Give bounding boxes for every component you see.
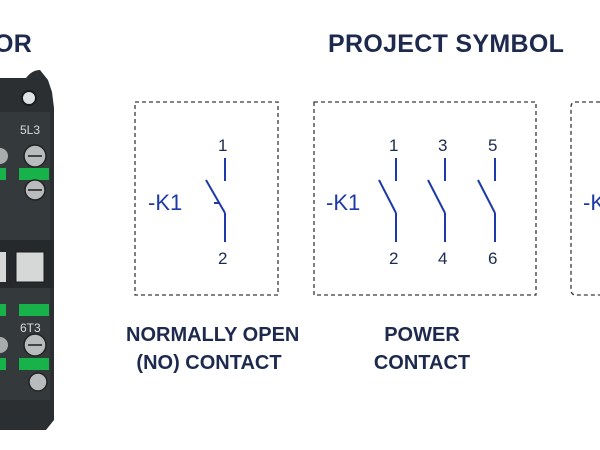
power-contact-caption-line1: POWER — [384, 324, 460, 346]
power-contact-frame — [313, 101, 537, 296]
power-contact-terminal-1: 1 — [389, 136, 398, 155]
no-contact-blade — [205, 179, 226, 214]
no-contact-caption: NORMALLY OPEN (NO) CONTACT — [126, 321, 300, 377]
power-contact-symbol: -K1 1 2 3 4 5 6 — [313, 101, 537, 296]
contactor-device: 5L3 6T3 — [0, 70, 54, 430]
heading-contactor-fragment: OR — [0, 30, 33, 58]
power-contact-terminal-5: 5 — [488, 136, 497, 155]
terminal-label-top: 5L3 — [20, 123, 40, 137]
power-contact-terminal-3: 3 — [438, 136, 447, 155]
terminal-green-top — [19, 168, 49, 180]
power-pole-1-blade — [378, 179, 397, 214]
power-contact-terminal-6: 6 — [488, 249, 497, 268]
third-symbol-reference: -K — [583, 190, 600, 215]
no-contact-symbol: 1 2 -K1 — [134, 101, 279, 296]
power-contact-terminal-2: 2 — [389, 249, 398, 268]
no-contact-reference: -K1 — [148, 190, 182, 215]
power-contact-terminal-4: 4 — [438, 249, 447, 268]
mounting-hole — [21, 90, 37, 106]
power-pole-3-blade — [477, 179, 496, 214]
terminal-green-bottom — [19, 304, 49, 316]
power-pole-2-blade — [427, 179, 446, 214]
no-contact-frame — [134, 101, 279, 296]
no-contact-caption-line1: NORMALLY OPEN — [126, 324, 300, 346]
no-contact-terminal-bottom: 2 — [218, 249, 227, 268]
third-symbol-partial: -K — [570, 101, 600, 296]
no-contact-terminal-top: 1 — [218, 136, 227, 155]
no-contact-caption-line2: (NO) CONTACT — [136, 352, 282, 374]
heading-project-symbol: PROJECT SYMBOL — [328, 30, 565, 58]
power-contact-reference: -K1 — [326, 190, 360, 215]
indicator-window — [15, 251, 45, 283]
terminal-label-bottom: 6T3 — [20, 321, 41, 335]
power-contact-caption: POWER CONTACT — [352, 321, 492, 377]
power-contact-caption-line2: CONTACT — [373, 352, 471, 374]
